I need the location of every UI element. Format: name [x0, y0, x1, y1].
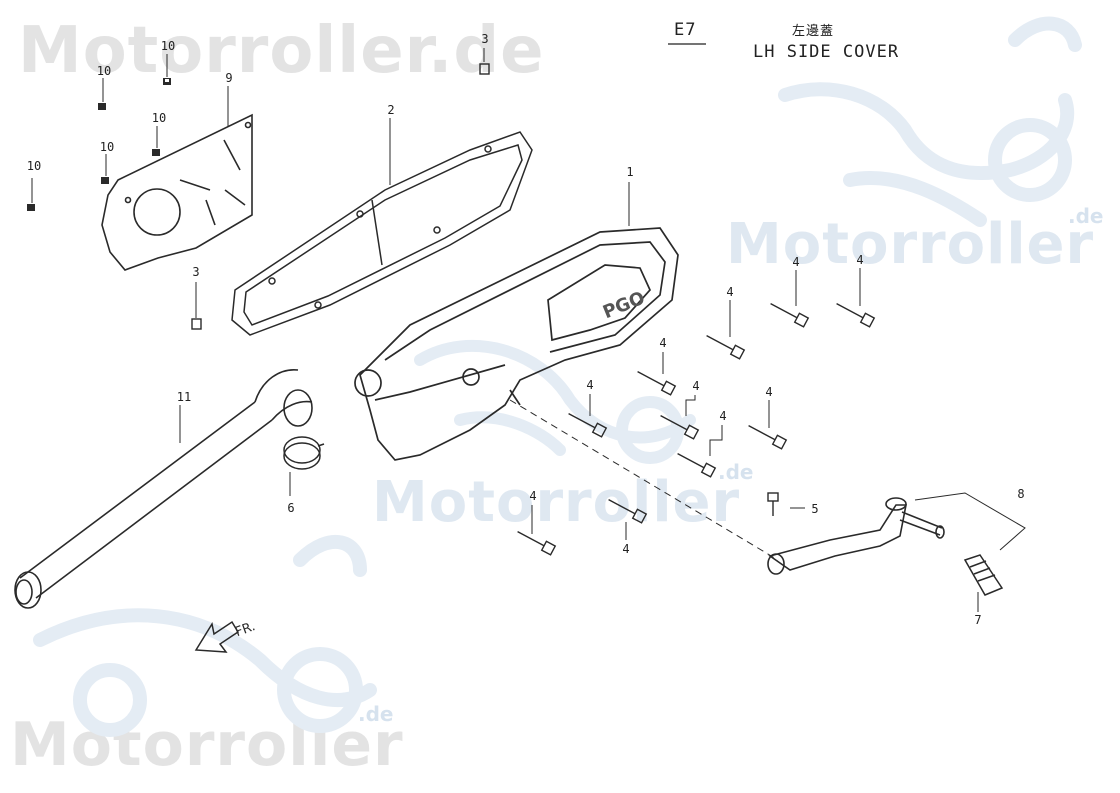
part-3-dowel-upper [479, 63, 490, 75]
callout-4-i: 4 [529, 489, 537, 503]
part-5-bolt [767, 492, 779, 516]
front-direction-arrow [194, 620, 240, 653]
callout-4-d: 4 [659, 336, 667, 350]
callout-6: 6 [287, 501, 295, 515]
callout-4-a: 4 [792, 255, 800, 269]
callout-4-b: 4 [856, 253, 864, 267]
part-7-kick-rubber [963, 554, 1004, 596]
scooter-watermark-bottom [33, 535, 377, 737]
part-8-bracket [914, 492, 1026, 551]
callout-4-g: 4 [765, 385, 773, 399]
part-3-dowel-lower [191, 318, 202, 330]
watermark-center-suffix: .de [718, 460, 754, 484]
part-11-hose [14, 369, 313, 609]
callout-8: 8 [1017, 487, 1025, 501]
callout-4-e: 4 [586, 378, 594, 392]
part-6-clamp [283, 436, 325, 470]
callout-10-c: 10 [151, 111, 167, 125]
callout-10-b: 10 [96, 64, 112, 78]
part-4-bolts [517, 303, 876, 556]
callout-10-d: 10 [99, 140, 115, 154]
front-direction-label: FR. [233, 619, 257, 640]
part-10-screws [27, 78, 171, 211]
callout-1: 1 [626, 165, 634, 179]
part-1-side-cover [354, 227, 679, 461]
callout-2: 2 [387, 103, 395, 117]
scooter-watermark-right [778, 16, 1082, 227]
diagram-title-english: LH SIDE COVER [753, 42, 900, 62]
leader-lines [31, 48, 979, 612]
part-2-gasket [231, 131, 533, 336]
callout-9: 9 [225, 71, 233, 85]
callout-10-a: 10 [160, 39, 176, 53]
watermark-top-left: Motorroller.de [18, 14, 545, 88]
callout-4-c: 4 [726, 285, 734, 299]
callout-11: 11 [176, 390, 192, 404]
diagram-code: E7 [674, 20, 697, 40]
part-9-plate [101, 113, 253, 271]
watermark-center: Motorroller [372, 470, 741, 535]
watermark-bottom-suffix: .de [358, 702, 394, 726]
callout-5: 5 [811, 502, 819, 516]
diagram-title-chinese: 左邊蓋 [792, 24, 835, 39]
callout-3-upper: 3 [481, 32, 489, 46]
part-8-kick-lever [509, 399, 945, 575]
callout-7: 7 [974, 613, 982, 627]
callout-4-h: 4 [719, 409, 727, 423]
callout-4-j: 4 [622, 542, 630, 556]
watermark-right-suffix: .de [1068, 204, 1104, 228]
watermark-right: Motorroller [726, 212, 1095, 277]
callout-10-e: 10 [26, 159, 42, 173]
callout-4-f: 4 [692, 379, 700, 393]
callout-3-lower: 3 [192, 265, 200, 279]
scooter-watermark-center [414, 340, 696, 464]
